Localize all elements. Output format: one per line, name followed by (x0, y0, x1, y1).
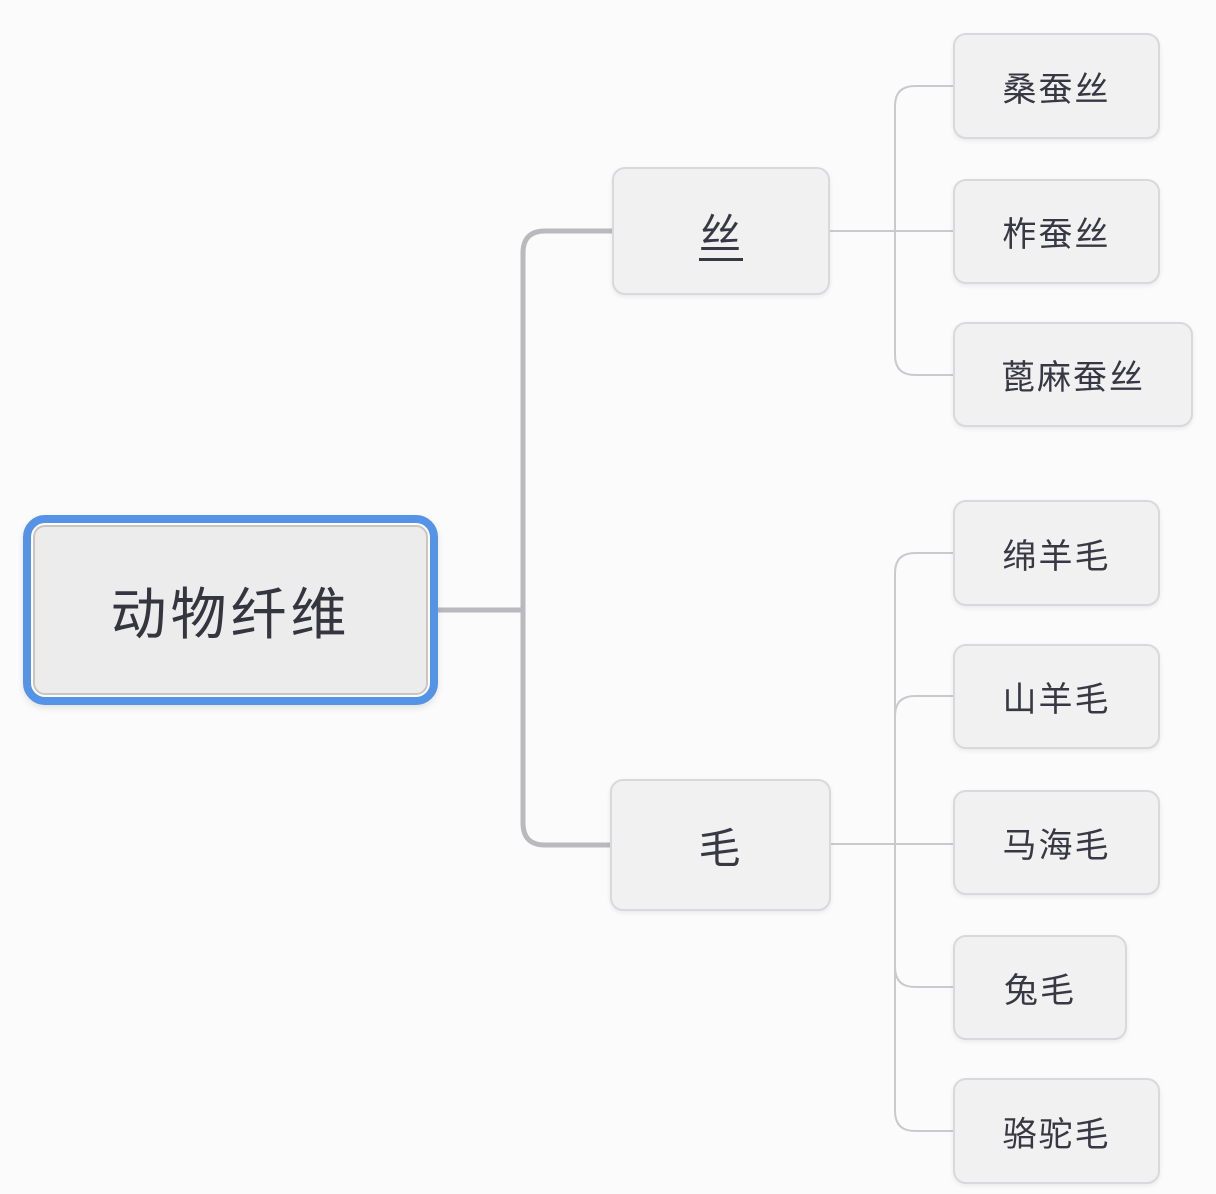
node-animal-fiber[interactable]: 动物纤维 (23, 515, 438, 705)
node-sheep-wool-label: 绵羊毛 (1002, 536, 1111, 577)
connector-root-to-wool (520, 610, 612, 848)
node-rabbit-hair[interactable]: 兔毛 (953, 935, 1127, 1040)
node-castor-silk-label: 蓖麻蚕丝 (1001, 358, 1145, 398)
node-mohair-label: 马海毛 (1002, 826, 1111, 866)
node-camel-hair[interactable]: 骆驼毛 (953, 1078, 1160, 1184)
node-sheep-wool[interactable]: 绵羊毛 (953, 500, 1160, 606)
node-wool-label: 毛 (698, 823, 743, 873)
node-mohair[interactable]: 马海毛 (953, 790, 1160, 895)
node-silk-label: 丝 (698, 209, 743, 259)
connector-root-to-silk (520, 228, 612, 610)
node-silk[interactable]: 丝 (612, 167, 830, 295)
connector-silk-to-mulberry-silk (894, 85, 953, 231)
node-mulberry-silk[interactable]: 桑蚕丝 (953, 33, 1160, 139)
node-wool[interactable]: 毛 (610, 779, 831, 911)
node-goat-hair-label: 山羊毛 (1002, 680, 1111, 720)
node-tussah-silk-label: 柞蚕丝 (1002, 215, 1111, 255)
connector-wool-to-rabbit-hair (894, 844, 953, 988)
connector-wool-to-sheep-wool (894, 552, 953, 844)
node-camel-hair-label: 骆驼毛 (1002, 1114, 1111, 1155)
node-tussah-silk[interactable]: 柞蚕丝 (953, 179, 1160, 284)
connector-wool-to-goat-hair (894, 695, 953, 844)
node-rabbit-hair-label: 兔毛 (1004, 971, 1076, 1011)
node-animal-fiber-box: 动物纤维 (33, 525, 428, 695)
node-animal-fiber-label: 动物纤维 (110, 582, 351, 648)
node-mulberry-silk-label: 桑蚕丝 (1002, 69, 1111, 110)
connector-wool-to-camel-hair (894, 844, 953, 1132)
node-goat-hair[interactable]: 山羊毛 (953, 644, 1160, 749)
connector-silk-to-castor-silk (894, 231, 953, 376)
node-castor-silk[interactable]: 蓖麻蚕丝 (953, 322, 1193, 427)
